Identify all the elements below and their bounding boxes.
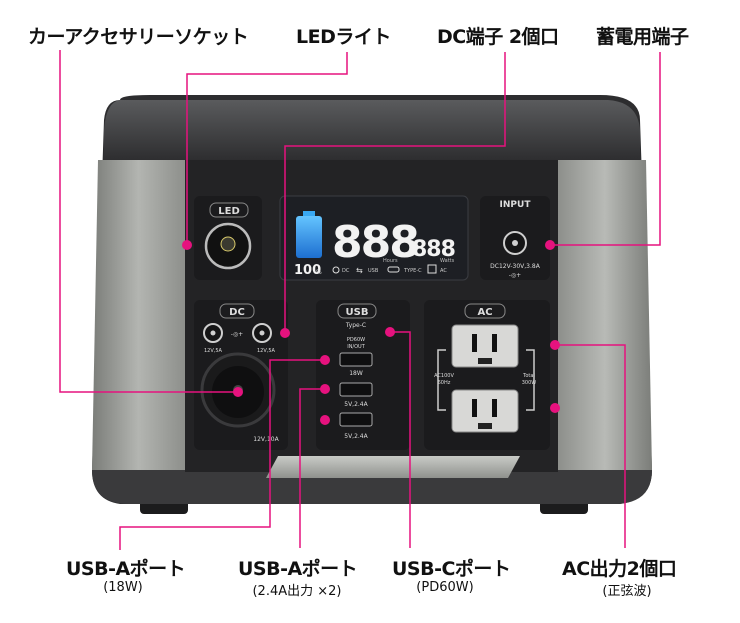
ac-outlet-1[interactable] — [451, 324, 519, 368]
label-usb-c: USB-Cポート — [392, 558, 511, 580]
lcd-icon-ac: AC — [440, 268, 447, 274]
input-tag: INPUT — [500, 200, 532, 210]
lcd-icon-typec: TYPE-C — [403, 268, 422, 274]
battery-cap — [303, 211, 315, 216]
sub-usb-a-18w: (18W) — [103, 580, 143, 595]
led-lens-icon — [220, 236, 236, 252]
ac-outlet-1-slot-right — [492, 334, 497, 352]
sub-usb-a-24: (2.4A出力 ×2) — [252, 584, 342, 599]
label-usb-a-24: USB-Aポート — [238, 558, 358, 580]
ac-outlet-1-ground — [478, 358, 492, 364]
callout-dots — [182, 240, 560, 425]
lcd-percent: 100 — [294, 263, 321, 278]
dot-usb-24-2 — [320, 415, 330, 425]
label-usb-a-18w: USB-Aポート — [66, 558, 186, 580]
lcd-percent-unit: % — [316, 269, 322, 276]
ac-left-spec: AC100V — [434, 373, 454, 379]
line-ac — [555, 344, 626, 548]
line-led — [186, 52, 348, 245]
line-usb-c — [390, 331, 411, 548]
input-port-pin — [512, 240, 518, 246]
dc-left-spec: 12V,5A — [204, 348, 223, 354]
dc-port-right-pin — [259, 330, 265, 336]
led-tag: LED — [218, 206, 240, 217]
sub-ac-out: (正弦波) — [602, 584, 652, 599]
ac-outlet-2[interactable] — [451, 389, 519, 433]
lcd-small-unit: Watts — [440, 258, 455, 264]
dot-dc — [280, 328, 290, 338]
ac-outlet-2-slot-right — [492, 399, 497, 417]
top-cap — [104, 100, 640, 165]
lcd-main-value: 888 — [332, 217, 418, 268]
lcd-icon-usb: USB — [368, 268, 379, 274]
line-car-socket — [59, 50, 238, 393]
ac-right-spec2: 300W — [522, 380, 537, 386]
dot-usb-c — [385, 327, 395, 337]
line-usb-18w — [119, 359, 325, 550]
label-dc-ports: DC端子 2個口 — [437, 26, 559, 48]
ac-bracket-right — [526, 349, 535, 411]
line-charge — [550, 52, 661, 246]
grip-right — [558, 160, 652, 470]
socket-spec: 12V,10A — [253, 436, 279, 443]
label-charge-port: 蓄電用端子 — [596, 26, 689, 48]
usb-tag-box — [337, 303, 377, 319]
ac-right-spec: Total — [522, 373, 535, 379]
typec-status-icon — [387, 266, 400, 273]
lcd-main-unit: Hours — [383, 258, 398, 264]
ac-left-spec2: 60Hz — [438, 380, 451, 386]
usb-a-port-2[interactable] — [339, 412, 373, 427]
usb-5v-label-2: 5V,2.4A — [344, 433, 368, 440]
bottom-band — [92, 470, 652, 504]
dot-ac-2 — [550, 403, 560, 413]
ac-tag: AC — [477, 307, 492, 318]
usb-module — [316, 300, 410, 450]
dot-car-socket — [233, 387, 243, 397]
dc-status-icon — [332, 266, 340, 274]
usb-pd-label: PD60W — [347, 337, 365, 343]
dc-right-spec: 12V,5A — [257, 348, 276, 354]
ac-outlet-1-slot-left — [472, 334, 477, 352]
lcd-screen — [279, 195, 469, 281]
input-spec: DC12V-30V,3.8A — [490, 263, 541, 270]
bottom-strip — [266, 456, 520, 478]
dc-tag-box — [219, 303, 255, 319]
usb-a-port-1[interactable] — [339, 382, 373, 397]
ac-outlet-2-slot-left — [472, 399, 477, 417]
dot-charge — [545, 240, 555, 250]
led-tag-box — [209, 202, 249, 218]
label-car-socket: カーアクセサリーソケット — [28, 26, 249, 48]
battery-icon — [296, 216, 322, 258]
callout-lines — [59, 50, 661, 550]
usb-18w-label: 18W — [349, 370, 363, 377]
line-dc — [284, 52, 506, 333]
ac-outlet-2-ground — [478, 423, 492, 429]
ac-tag-box — [464, 303, 506, 319]
sub-usb-c: (PD60W) — [416, 580, 474, 595]
usb-a-port-18w[interactable] — [339, 352, 373, 367]
ac-bracket-left — [437, 349, 446, 411]
dot-ac-1 — [550, 340, 560, 350]
dot-usb-18w — [320, 355, 330, 365]
usb-status-icon: ⇆ — [356, 266, 363, 275]
usb-typec-label: Type-C — [345, 322, 366, 329]
lcd-small-value: 888 — [412, 237, 455, 262]
dot-usb-24-1 — [320, 384, 330, 394]
lcd-icon-dc: DC — [342, 268, 350, 274]
dc-tag: DC — [229, 307, 245, 318]
line-usb-24 — [299, 388, 325, 548]
usb-tag: USB — [346, 307, 369, 318]
label-ac-out: AC出力2個口 — [562, 558, 677, 580]
dc-port-left-pin — [210, 330, 216, 336]
usb-5v-label-1: 5V,2.4A — [344, 401, 368, 408]
grip-left — [92, 160, 185, 470]
usb-inout-label: IN/OUT — [347, 344, 365, 350]
input-polarity: -◎+ — [509, 272, 521, 279]
dc-polarity: -◎+ — [231, 331, 243, 338]
ac-status-icon — [427, 264, 437, 274]
dot-led — [182, 240, 192, 250]
label-led-light: LEDライト — [296, 26, 391, 48]
